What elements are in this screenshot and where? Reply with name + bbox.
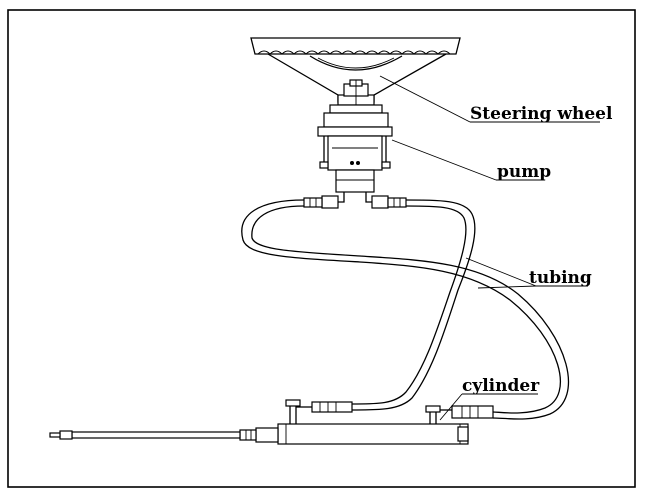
- diagram-frame: [7, 9, 636, 488]
- steering-wheel: [250, 37, 461, 106]
- leader-lines: [379, 75, 600, 421]
- pump: [317, 104, 393, 203]
- pump-fitting-left: [303, 195, 339, 209]
- tubing: [241, 199, 570, 420]
- label-tubing: tubing: [529, 268, 592, 288]
- leader-steering-wheel: [379, 75, 471, 123]
- leader-pump: [391, 139, 497, 181]
- label-cylinder: cylinder: [462, 376, 540, 396]
- leader-cylinder: [439, 393, 463, 421]
- label-steering-wheel: Steering wheel: [470, 104, 613, 124]
- label-pump: pump: [497, 162, 551, 182]
- leader-tubing: [465, 257, 537, 287]
- cylinder: [49, 399, 494, 445]
- pump-fitting-right: [371, 195, 407, 209]
